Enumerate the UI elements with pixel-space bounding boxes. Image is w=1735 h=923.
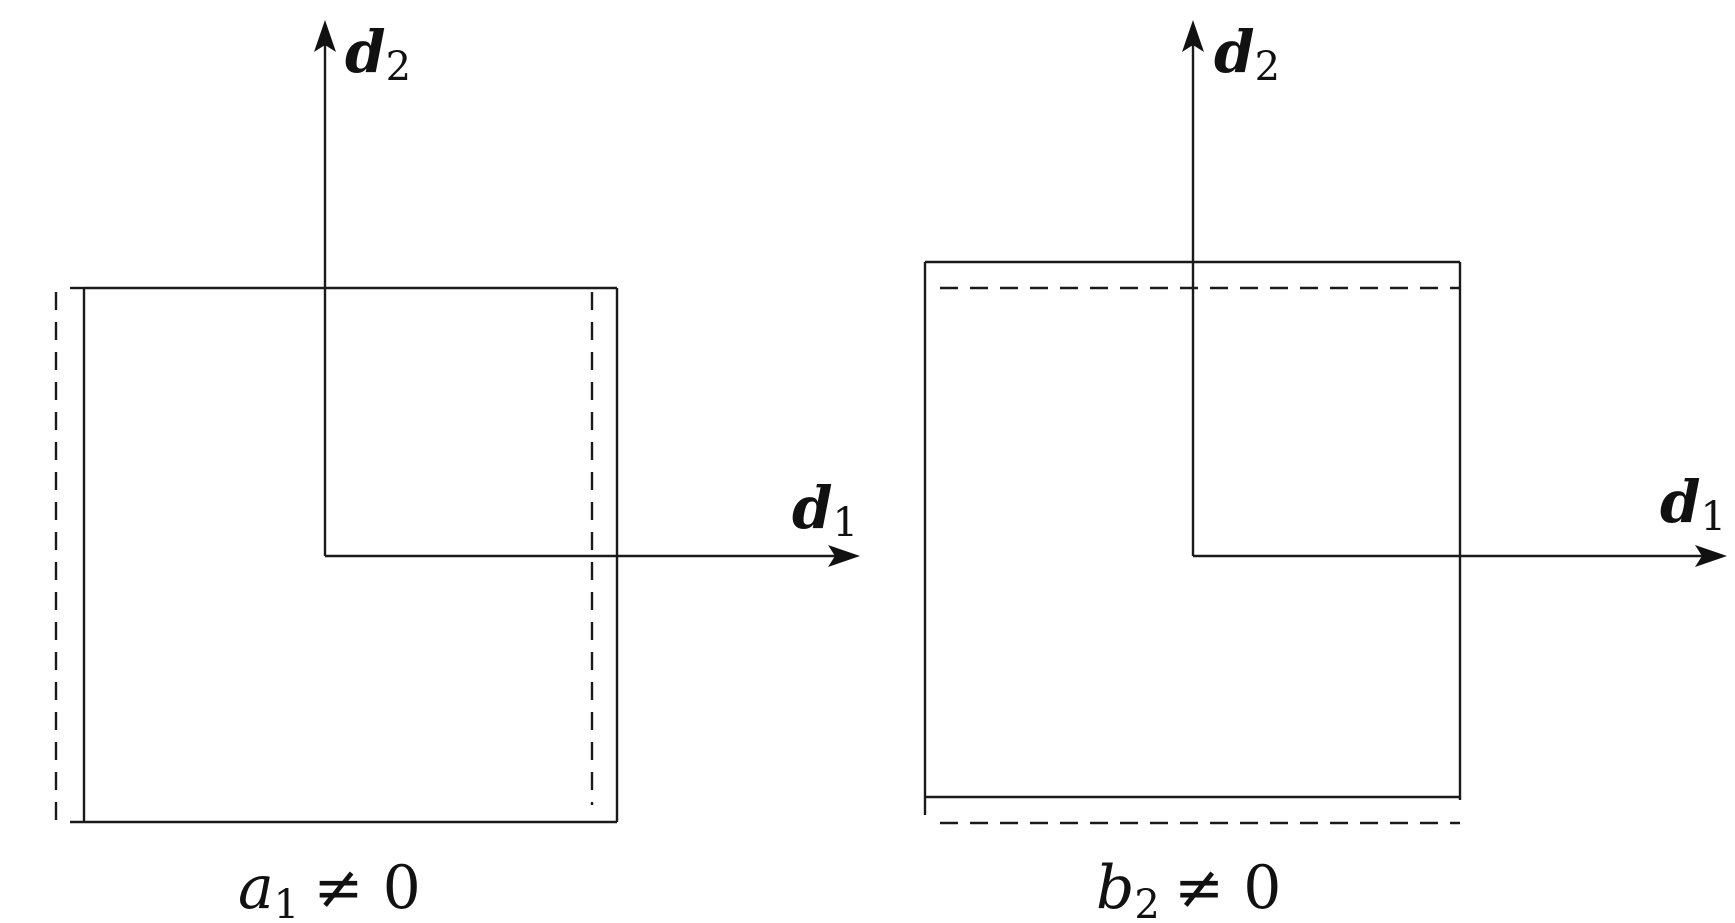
right-axis-d2-label: d2 [1214, 18, 1280, 90]
left-caption: a1≠ 0 [238, 853, 421, 923]
left-axis-d1-arrowhead [828, 545, 860, 567]
right-axis-d1-arrowhead [1695, 545, 1727, 567]
right-axis-d2-arrowhead [1182, 20, 1204, 52]
left-axis-d1-label: d1 [792, 474, 858, 546]
left-axis-d2-label: d2 [345, 18, 411, 90]
left-panel: d2 d1 a1≠ 0 [54, 18, 860, 923]
left-axis-d2-arrowhead [314, 20, 336, 52]
right-panel: d2 d1 b2≠ 0 [923, 18, 1727, 923]
right-caption: b2≠ 0 [1096, 853, 1281, 923]
right-axis-d1-label: d1 [1660, 468, 1726, 540]
